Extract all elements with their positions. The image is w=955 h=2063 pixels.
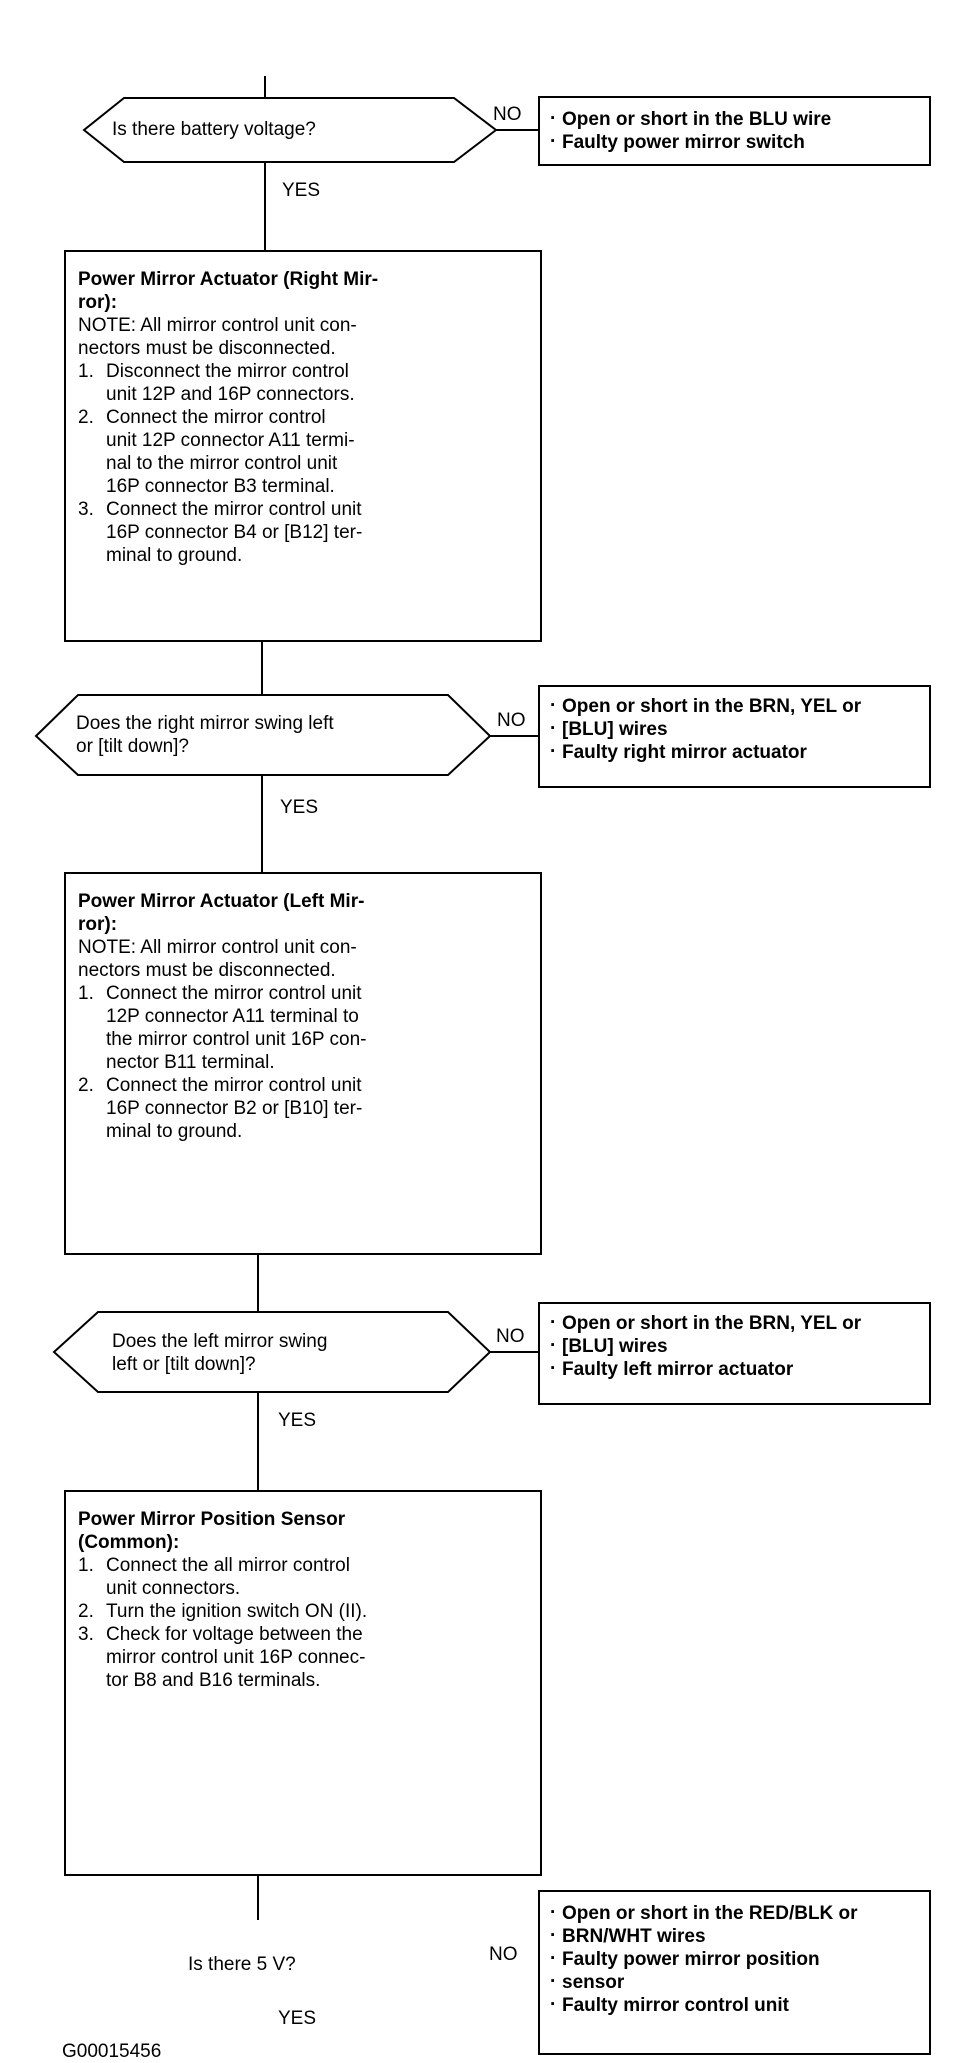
decision-question: Is there 5 V?	[188, 1954, 296, 1975]
result-box: Open or short in the BRN, YEL or [BLU] w…	[538, 685, 931, 788]
no-label: NO	[489, 1944, 518, 1965]
yes-label: YES	[278, 1410, 317, 1431]
procedure-box: Power Mirror Actuator (Left Mir- ror): N…	[64, 872, 542, 1255]
procedure-box: Power Mirror Position Sensor (Common): 1…	[64, 1490, 542, 1876]
no-label: NO	[496, 1326, 525, 1347]
yes-label: YES	[280, 797, 319, 818]
decision-shape	[82, 97, 498, 163]
figure-id: G00015456	[62, 2041, 162, 2062]
decision-shape	[52, 1311, 492, 1393]
result-box: Open or short in the BLU wire Faulty pow…	[538, 96, 931, 166]
yes-label: YES	[278, 2008, 317, 2029]
decision-question: Does the left mirror swing left or [tilt…	[112, 1331, 328, 1375]
decision-question: Is there battery voltage?	[112, 119, 316, 140]
decision-question: Does the right mirror swing left or [til…	[76, 713, 334, 757]
result-box: Open or short in the RED/BLK or BRN/WHT …	[538, 1890, 931, 2055]
procedure-box: Power Mirror Actuator (Right Mir- ror): …	[64, 250, 542, 642]
no-label: NO	[493, 104, 522, 125]
decision-shape	[34, 694, 492, 776]
no-label: NO	[497, 710, 526, 731]
yes-label: YES	[282, 180, 321, 201]
flowchart-connectors	[34, 76, 538, 1920]
result-box: Open or short in the BRN, YEL or [BLU] w…	[538, 1302, 931, 1405]
